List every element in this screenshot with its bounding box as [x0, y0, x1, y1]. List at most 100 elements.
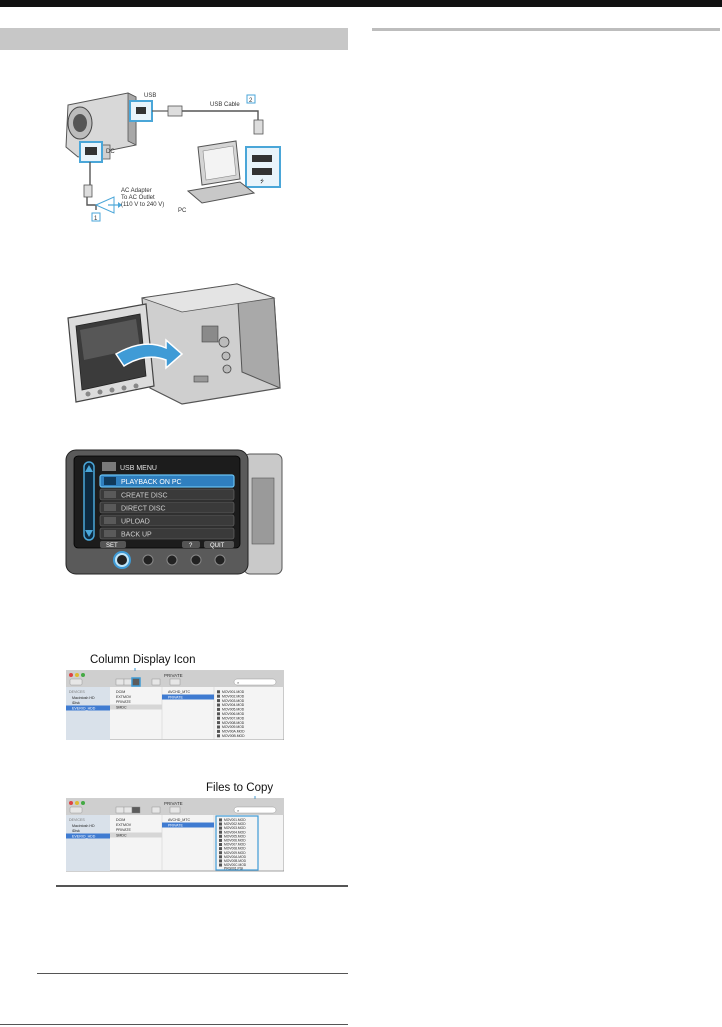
file-item[interactable]: MOV004.MOD [224, 830, 246, 834]
ac-adapter-label-line1: AC Adapter [121, 188, 152, 194]
file-item[interactable]: MOV001.MOD [222, 690, 245, 694]
file-item[interactable]: MOV006.MOD [224, 839, 246, 843]
icon-view-button[interactable] [115, 806, 125, 814]
touch-slider[interactable] [83, 461, 95, 541]
ac-adapter-label-line2: To AC Outlet [121, 195, 155, 201]
open-direction-arrow-icon [114, 338, 184, 370]
hardware-button[interactable] [214, 554, 226, 566]
sidebar-item-macintosh-hd[interactable]: Macintosh HD [72, 696, 95, 700]
file-item[interactable]: MOV002.MOD [224, 822, 246, 826]
file-item[interactable]: MOV009.MOD [222, 725, 245, 729]
back-forward-buttons[interactable] [69, 678, 83, 686]
list-view-button[interactable] [123, 806, 133, 814]
column-display-icon-caption: Column Display Icon [90, 654, 196, 666]
menu-item-back-up[interactable]: BACK UP [99, 527, 235, 540]
file-item[interactable]: PRG001.PGI [224, 867, 243, 871]
file-item[interactable]: MOV00B.MOD [224, 859, 247, 863]
column1-item[interactable]: DCIM [116, 818, 125, 822]
hardware-button[interactable] [190, 554, 202, 566]
hardware-button[interactable] [142, 554, 154, 566]
action-gear-icon[interactable] [169, 678, 181, 686]
column-display-icon[interactable] [131, 806, 141, 814]
hardware-button[interactable] [166, 554, 178, 566]
menu-item-label: UPLOAD [121, 519, 150, 526]
menu-item-playback-on-pc[interactable]: PLAYBACK ON PC [99, 474, 235, 488]
usb-menu-title: USB MENU [120, 465, 157, 472]
menu-item-upload[interactable]: UPLOAD [99, 514, 235, 527]
column2-item[interactable]: PRIVATE [168, 824, 183, 828]
column1-item[interactable]: DCIM [116, 690, 125, 694]
set-label: SET [106, 543, 118, 549]
files-to-copy-highlight [215, 815, 259, 871]
sidebar-heading: DEVICES [69, 818, 85, 822]
top-black-bar [0, 0, 722, 7]
file-item[interactable]: MOV005.MOD [224, 834, 246, 838]
set-onscreen-button[interactable] [100, 541, 126, 548]
help-onscreen-button[interactable] [182, 541, 200, 548]
sidebar-item-everio-hdd[interactable]: EVERIO_HDD [72, 835, 96, 839]
file-item[interactable]: MOV002.MOD [222, 694, 245, 698]
menu-item-create-disc[interactable]: CREATE DISC [99, 488, 235, 501]
preview-icon[interactable] [151, 678, 161, 686]
file-list: MOV001.MOD MOV002.MOD MOV003.MOD MOV004.… [222, 690, 245, 738]
column-display-icon[interactable] [131, 677, 141, 687]
file-list: MOV001.MOD MOV002.MOD MOV003.MOD MOV004.… [224, 818, 247, 871]
list-view-button[interactable] [123, 678, 133, 686]
preview-icon[interactable] [151, 806, 161, 814]
finder-window-column-view: PRIVATE ⌕ DEVICES Macintosh HD iDisk EVE… [66, 668, 284, 740]
file-item[interactable]: MOV007.MOD [222, 716, 245, 720]
file-item[interactable]: MOV00A.MOD [224, 855, 247, 859]
finder-sidebar [66, 815, 110, 871]
search-icon: ⌕ [237, 808, 239, 813]
file-item[interactable]: MOV009.MOD [224, 851, 246, 855]
column1-item[interactable]: SMDC [116, 834, 127, 838]
pc-usb-port-highlight [245, 146, 281, 188]
file-item[interactable]: MOV005.MOD [222, 708, 245, 712]
callout-1: 1 [94, 216, 98, 222]
column1-item[interactable]: SMDC [116, 706, 127, 710]
column1-item[interactable]: EXTMOV [116, 823, 132, 827]
file-item[interactable]: MOV008.MOD [222, 721, 245, 725]
search-field[interactable] [233, 678, 277, 686]
column2-item[interactable]: AVCHD_MTC [168, 818, 191, 822]
note-box-bottom-rule [37, 973, 348, 974]
file-item[interactable]: MOV004.MOD [222, 703, 245, 707]
file-item[interactable]: MOV008.MOD [224, 847, 246, 851]
pc-label: PC [178, 208, 187, 214]
column2-item[interactable]: PRIVATE [168, 696, 183, 700]
action-gear-icon[interactable] [169, 806, 181, 814]
sidebar-item-macintosh-hd[interactable]: Macintosh HD [72, 824, 95, 828]
callout-2: 2 [249, 98, 253, 104]
search-field[interactable] [233, 806, 277, 814]
finder-window-title: PRIVATE [164, 801, 183, 806]
file-item[interactable]: MOV006.MOD [222, 712, 245, 716]
help-label: ? [189, 543, 193, 549]
file-item[interactable]: MOV00B.MOD [222, 734, 245, 738]
usb-cable-label: USB Cable [210, 102, 240, 108]
quit-onscreen-button[interactable] [204, 541, 234, 548]
file-item[interactable]: MOV001.MOD [224, 818, 246, 822]
column1-item[interactable]: PRIVATE [116, 700, 131, 704]
sidebar-item-everio-hdd[interactable]: EVERIO_HDD [72, 707, 96, 711]
file-item[interactable]: MOV00A.MOD [222, 730, 245, 734]
column1-item[interactable]: EXTMOV [116, 695, 132, 699]
sidebar-item-idisk[interactable]: iDisk [72, 701, 80, 705]
column1-item[interactable]: PRIVATE [116, 828, 131, 832]
icon-view-button[interactable] [115, 678, 125, 686]
search-icon: ⌕ [237, 680, 239, 685]
sidebar-item-idisk[interactable]: iDisk [72, 829, 80, 833]
menu-item-direct-disc[interactable]: DIRECT DISC [99, 501, 235, 514]
dc-port-label: DC [106, 149, 115, 155]
file-item[interactable]: MOV007.MOD [224, 843, 246, 847]
usb-symbol-icon: ⭍ [260, 179, 264, 185]
back-forward-buttons[interactable] [69, 806, 83, 814]
right-column-header-rule [372, 28, 720, 31]
file-item[interactable]: MOV003.MOD [224, 826, 246, 830]
file-item[interactable]: MOV00C.MOD [224, 863, 247, 867]
section-header-band [0, 28, 348, 50]
menu-item-label: DIRECT DISC [121, 506, 166, 513]
ac-adapter-label-line3: (110 V to 240 V) [121, 202, 164, 208]
column2-item[interactable]: AVCHD_MTC [168, 690, 191, 694]
file-item[interactable]: MOV003.MOD [222, 699, 245, 703]
sidebar-heading: DEVICES [69, 690, 85, 694]
